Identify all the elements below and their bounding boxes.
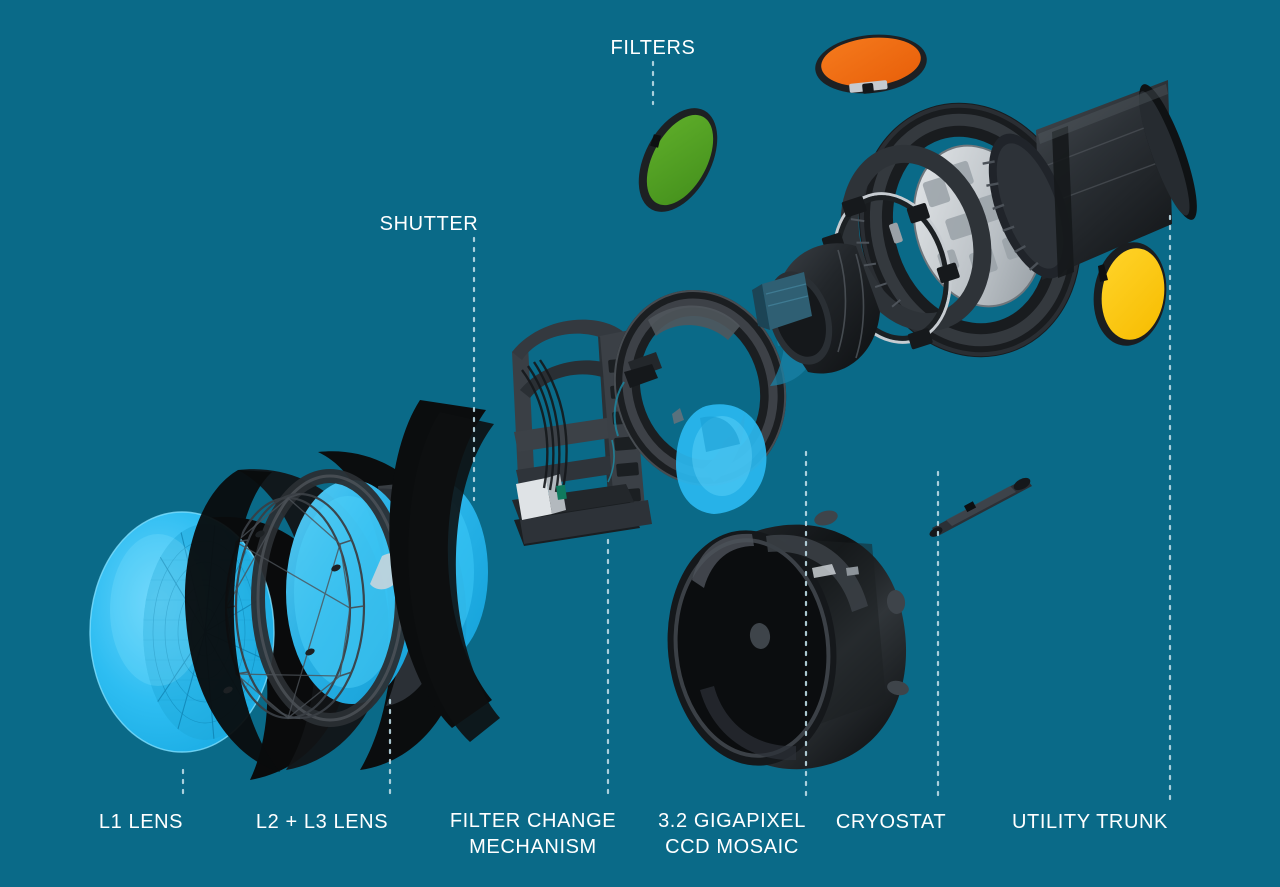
filter-change-mechanism-group xyxy=(389,319,652,742)
utility-trunk-group xyxy=(982,80,1197,280)
cryostat-body-group xyxy=(667,510,909,770)
filter-orange xyxy=(815,34,927,94)
filter-yellow xyxy=(1093,242,1167,346)
small-rail-component xyxy=(929,477,1032,537)
filter-green xyxy=(638,108,718,212)
